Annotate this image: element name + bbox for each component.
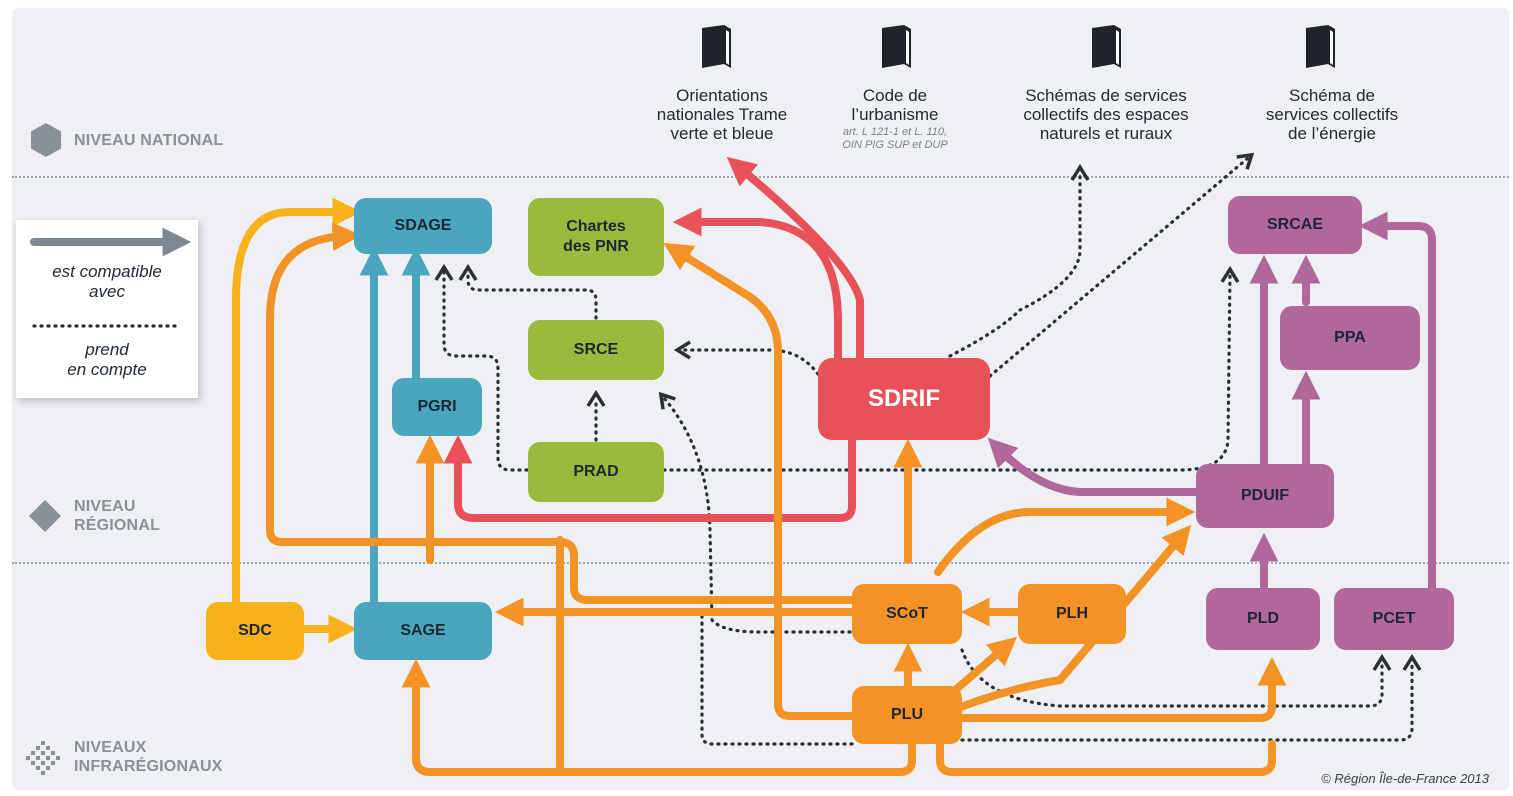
regional-separator bbox=[12, 562, 1509, 564]
node-srcae: SRCAE bbox=[1228, 196, 1362, 254]
book-icon bbox=[702, 25, 731, 68]
source-energie-line2: services collectifs bbox=[1265, 105, 1399, 124]
legend-compatible-line2: avec bbox=[89, 282, 125, 301]
source-schemas-line1: Schémas de services bbox=[1025, 86, 1187, 105]
book-icon bbox=[1092, 25, 1121, 68]
source-schemas-espaces: Schémas de services collectifs des espac… bbox=[990, 86, 1222, 143]
book-icon bbox=[1306, 25, 1335, 68]
legend: est compatible avec prend en compte bbox=[16, 220, 198, 398]
copyright: © Région Île-de-France 2013 bbox=[1321, 771, 1489, 786]
node-sdc: SDC bbox=[206, 602, 304, 660]
source-trame-verte-bleue: Orientations nationales Trame verte et b… bbox=[632, 86, 812, 143]
level-infraregional: NIVEAUX INFRARÉGIONAUX bbox=[24, 738, 223, 776]
compatible-links bbox=[232, 156, 1436, 776]
legend-prend-line2: en compte bbox=[67, 360, 147, 379]
node-scot: SCoT bbox=[852, 584, 962, 644]
level-infra-line1: NIVEAUX bbox=[74, 739, 147, 756]
source-energie-line3: de l’énergie bbox=[1288, 124, 1376, 143]
node-pcet: PCET bbox=[1334, 588, 1454, 650]
level-national: NIVEAU NATIONAL bbox=[30, 122, 223, 158]
node-chartes-pnr: Chartes des PNR bbox=[528, 198, 664, 276]
node-pld: PLD bbox=[1206, 588, 1320, 650]
source-energie-line1: Schéma de bbox=[1289, 86, 1375, 105]
hexagon-icon bbox=[31, 123, 61, 157]
node-prad: PRAD bbox=[528, 442, 664, 502]
source-tvb-line3: verte et bleue bbox=[670, 124, 774, 143]
node-sdrif: SDRIF bbox=[818, 358, 990, 440]
national-separator bbox=[12, 176, 1509, 178]
level-regional-line1: NIVEAU bbox=[74, 498, 136, 515]
node-chartes-line1: Chartes bbox=[566, 218, 626, 235]
source-code-sub2: OIN PIG SUP et DUP bbox=[842, 139, 948, 151]
node-pgri: PGRI bbox=[392, 378, 482, 436]
source-schemas-line3: naturels et ruraux bbox=[1039, 124, 1173, 143]
source-tvb-line1: Orientations bbox=[676, 86, 768, 105]
level-regional-line2: RÉGIONAL bbox=[74, 517, 161, 534]
node-ppa: PPA bbox=[1280, 306, 1420, 370]
legend-symbols bbox=[30, 227, 192, 328]
source-tvb-line2: nationales Trame bbox=[656, 105, 788, 124]
source-code-urbanisme: Code de l’urbanisme art. L 121-1 et L. 1… bbox=[800, 86, 990, 152]
source-schema-energie: Schéma de services collectifs de l’énerg… bbox=[1232, 86, 1432, 143]
node-chartes-line2: des PNR bbox=[563, 238, 629, 255]
source-schemas-line2: collectifs des espaces bbox=[1023, 105, 1189, 124]
source-code-sub1: art. L 121-1 et L. 110, bbox=[842, 126, 948, 138]
dotted-diamond-icon bbox=[26, 741, 60, 775]
level-infra-line2: INFRARÉGIONAUX bbox=[74, 758, 223, 775]
diamond-icon bbox=[29, 500, 61, 532]
source-code-line2: l’urbanisme bbox=[851, 105, 939, 124]
level-regional: NIVEAU RÉGIONAL bbox=[28, 497, 160, 535]
node-plh: PLH bbox=[1018, 584, 1126, 644]
source-code-line1: Code de bbox=[862, 86, 928, 105]
node-sdage: SDAGE bbox=[354, 198, 492, 254]
node-plu: PLU bbox=[852, 686, 962, 744]
level-national-label: NIVEAU NATIONAL bbox=[74, 131, 224, 149]
node-pduif: PDUIF bbox=[1196, 464, 1334, 528]
book-icon bbox=[882, 25, 911, 68]
legend-compatible-line1: est compatible bbox=[52, 262, 162, 281]
legend-prend-line1: prend bbox=[85, 340, 129, 359]
node-sage: SAGE bbox=[354, 602, 492, 660]
node-srce: SRCE bbox=[528, 320, 664, 380]
